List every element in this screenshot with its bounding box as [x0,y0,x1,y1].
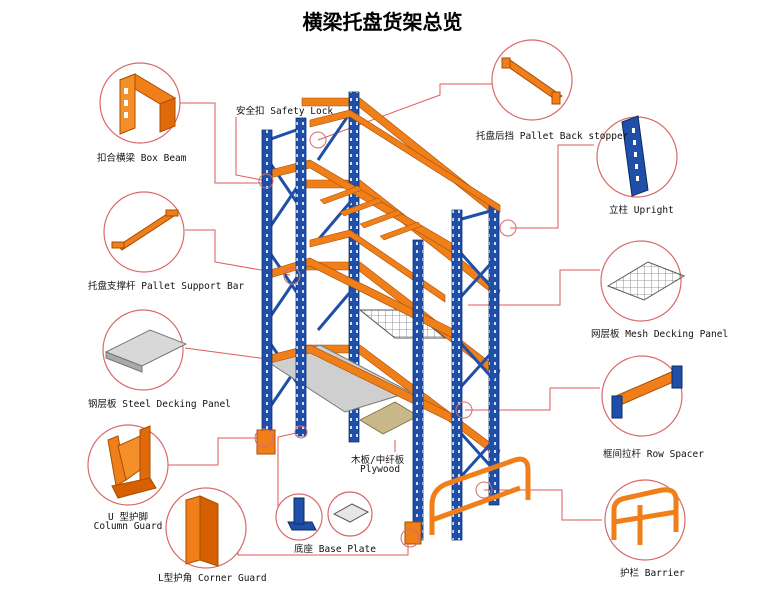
mesh-decking-panel-label: 网层板 Mesh Decking Panel [591,329,729,340]
front-uprights [261,117,463,541]
rack-barrier [429,456,531,535]
column-guard-en-label: Column Guard [93,521,163,532]
row-spacer-label: 框间拉杆 Row Spacer [603,449,704,460]
plywood-on-rack [359,401,419,435]
base-plate-blue-icon [287,497,317,531]
upright-label: 立柱 Upright [609,205,674,216]
base-plate-label: 底座 Base Plate [294,544,376,555]
column-guard-icon [107,425,157,499]
column-guard-cn-label: U 型护脚 [108,512,148,523]
base-plate-steel-icon [332,503,370,523]
steel-decking-panel-icon [104,329,188,373]
back-uprights [348,91,500,506]
corner-guard-icon [185,495,219,567]
pallet-back-stopper-icon [501,57,563,105]
steel-decking-panel-label: 钢层板 Steel Decking Panel [88,399,231,410]
support-bars [319,185,423,241]
safety-lock-label: 安全扣 Safety Lock [236,106,334,117]
diagram-title: 横梁托盘货架总览 [302,10,463,34]
pallet-back-stopper-label: 托盘后挡 Pallet Back stopper [476,131,629,142]
rack-structure [256,91,531,545]
pallet-support-bar-label: 托盘支撑杆 Pallet Support Bar [88,281,245,292]
rack-corner-guard [404,521,422,545]
barrier-icon [611,487,679,545]
upright-icon [621,115,649,197]
detail-circles [87,39,686,569]
back-beams [301,97,501,459]
pallet-support-bar-icon [111,209,179,251]
box-beam-label: 扣合横梁 Box Beam [97,153,187,164]
barrier-label: 护栏 Barrier [620,568,685,579]
row-spacer-icon [611,365,683,419]
rack-markers [254,131,517,548]
mesh-deck-on-rack [358,309,447,339]
box-beam-icon [118,73,177,135]
plywood-cn-label: 木板/中纤板 [351,455,405,466]
rack-column-guard [256,429,276,455]
right-frame-bracing [456,208,496,482]
corner-guard-label: L型护角 Corner Guard [158,573,267,584]
mesh-decking-panel-icon [606,261,686,301]
plywood-en-label: Plywood [360,464,401,475]
